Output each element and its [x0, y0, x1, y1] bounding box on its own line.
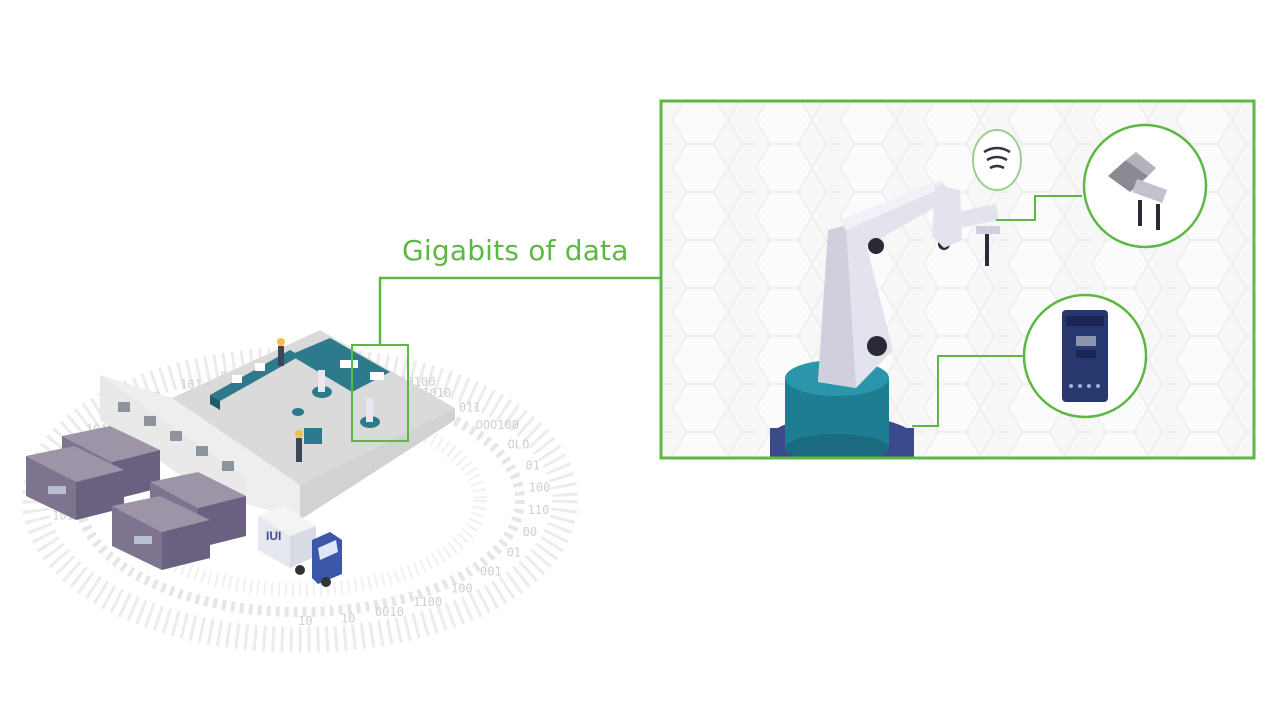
- binary-digit-label: 0010: [375, 605, 404, 619]
- robot-arms: [292, 370, 380, 428]
- svg-text:IUI: IUI: [266, 529, 281, 543]
- factory-wall-front: [300, 408, 455, 520]
- binary-digit-label: 100: [529, 481, 551, 495]
- gripper-icon: [1082, 123, 1208, 249]
- delivery-truck: IUI: [258, 506, 342, 587]
- binary-digit-label: 100: [451, 581, 473, 595]
- robotic-arm-icon: [770, 180, 1000, 457]
- binary-digit-label: 00: [523, 525, 537, 539]
- binary-digit-label: 10: [298, 614, 312, 628]
- controller-icon: [1022, 293, 1148, 419]
- wifi-icon: [972, 129, 1022, 191]
- production-line-2: [290, 338, 390, 392]
- binary-digit-label: 01: [507, 546, 521, 560]
- binary-digit-label: 110: [528, 503, 550, 517]
- binary-digit-label: 1100: [413, 595, 442, 609]
- production-line-1: [210, 350, 300, 410]
- workers: [277, 338, 322, 462]
- warehouse-containers: [26, 426, 246, 570]
- binary-digit-label: 001: [480, 565, 502, 579]
- binary-digit-label: 01: [525, 459, 539, 473]
- factory-windows: [118, 402, 234, 471]
- factory-illustration: 10111000100101100 0011010100100110000001…: [22, 330, 578, 653]
- connector-line: [378, 276, 662, 345]
- gripper-connector: [996, 195, 1082, 221]
- controller-connector: [912, 355, 1024, 427]
- detail-panel: [659, 99, 1256, 460]
- binary-digit-label: OOO100: [476, 418, 519, 432]
- binary-digit-label: OLO: [508, 437, 530, 451]
- detail-panel-border: [659, 99, 1256, 460]
- caption-gigabits-of-data: Gigabits of data: [402, 234, 629, 267]
- binary-digit-label: 011: [459, 401, 481, 415]
- binary-digit-label: 10: [341, 612, 355, 626]
